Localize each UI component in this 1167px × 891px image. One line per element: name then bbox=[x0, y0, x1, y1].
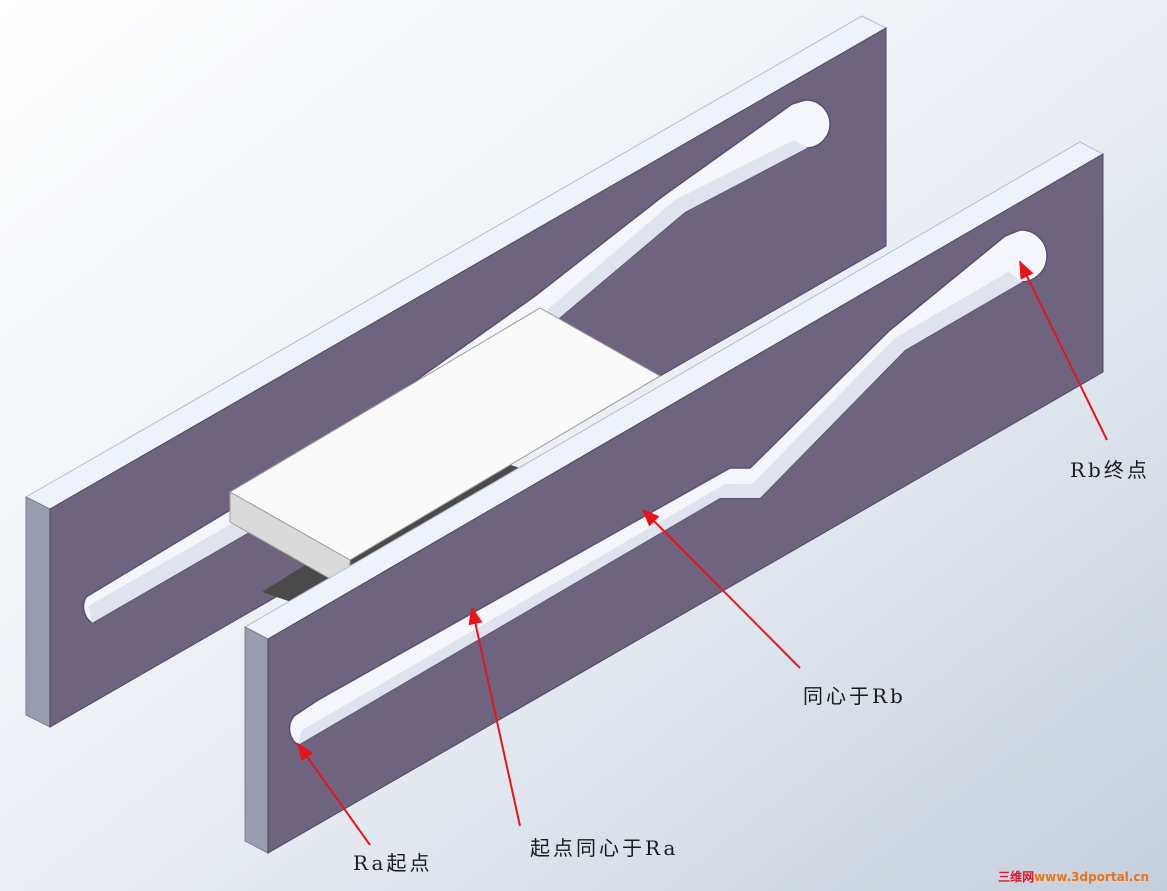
label-concentric-rb: 同心于Rb bbox=[803, 684, 906, 708]
label-ra-start: Ra起点 bbox=[353, 851, 433, 875]
arrow-rb-end bbox=[1019, 260, 1108, 441]
back-plate-end-edge bbox=[25, 496, 51, 728]
front-plate-slot-wall bbox=[298, 272, 1022, 745]
watermark-url: www.3dportal.cn bbox=[1034, 870, 1149, 884]
arrow-start-concentric-ra bbox=[468, 606, 521, 827]
watermark-name: 三维网 bbox=[998, 870, 1035, 884]
label-rb-end: Rb终点 bbox=[1070, 458, 1150, 482]
front-plate-end-edge bbox=[244, 626, 269, 854]
annotation-arrows bbox=[296, 260, 1108, 846]
label-start-concentric-ra: 起点同心于Ra bbox=[530, 836, 679, 860]
watermark: 三维网www.3dportal.cn bbox=[998, 868, 1149, 885]
arrow-ra-start bbox=[296, 742, 371, 846]
arrow-concentric-rb bbox=[641, 508, 801, 669]
